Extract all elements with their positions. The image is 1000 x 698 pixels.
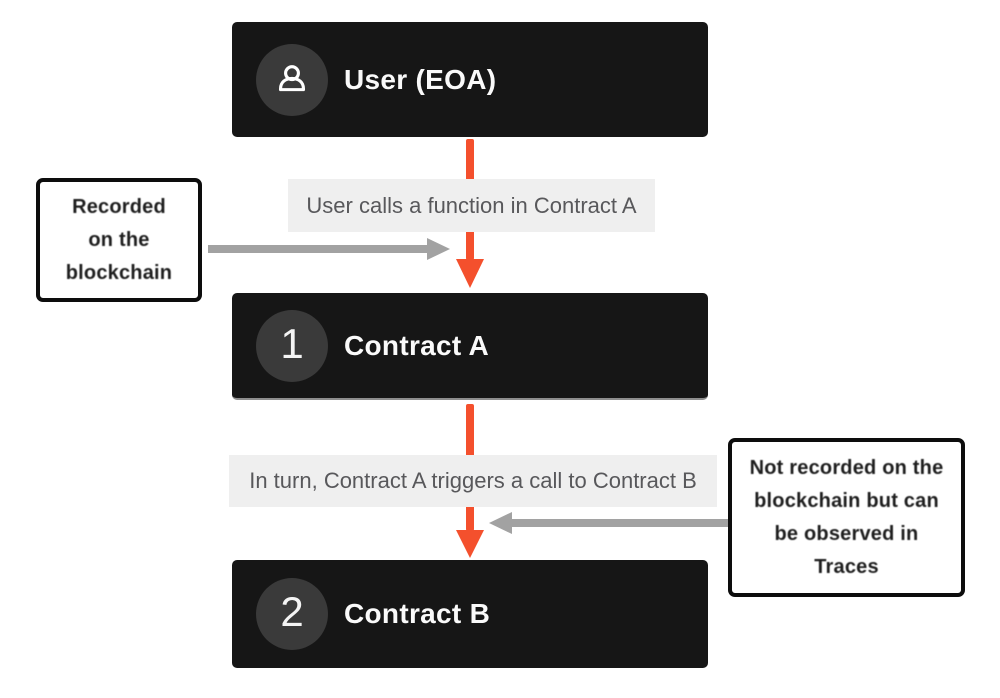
annotation-not-recorded-traces: Not recorded on the blockchain but can b… <box>728 438 965 597</box>
annotation-arrow-right-icon <box>489 512 738 534</box>
annotation-not-recorded-text: Not recorded on the blockchain but can b… <box>749 456 944 578</box>
node-contract-a-label: Contract A <box>344 329 490 361</box>
node-user-eoa: User (EOA) <box>232 22 708 137</box>
user-avatar-circle <box>256 43 328 116</box>
edge-label-user-calls-contract-a: User calls a function in Contract A <box>288 179 655 232</box>
user-icon <box>278 64 306 91</box>
step-2-number: 2 <box>280 588 304 635</box>
node-contract-a: 1 Contract A <box>232 293 708 400</box>
step-1-badge: 1 <box>256 309 328 382</box>
node-contract-b: 2 Contract B <box>232 560 708 668</box>
edge-label-contract-a-calls-contract-b: In turn, Contract A triggers a call to C… <box>229 455 717 507</box>
annotation-arrow-left-icon <box>208 238 450 260</box>
node-user-label: User (EOA) <box>344 63 497 95</box>
step-2-badge: 2 <box>256 578 328 650</box>
node-contract-b-label: Contract B <box>344 598 491 629</box>
annotation-recorded-on-blockchain: Recorded on the blockchain <box>36 178 202 302</box>
step-1-number: 1 <box>280 319 304 367</box>
annotation-recorded-text: Recorded on the blockchain <box>65 195 173 284</box>
